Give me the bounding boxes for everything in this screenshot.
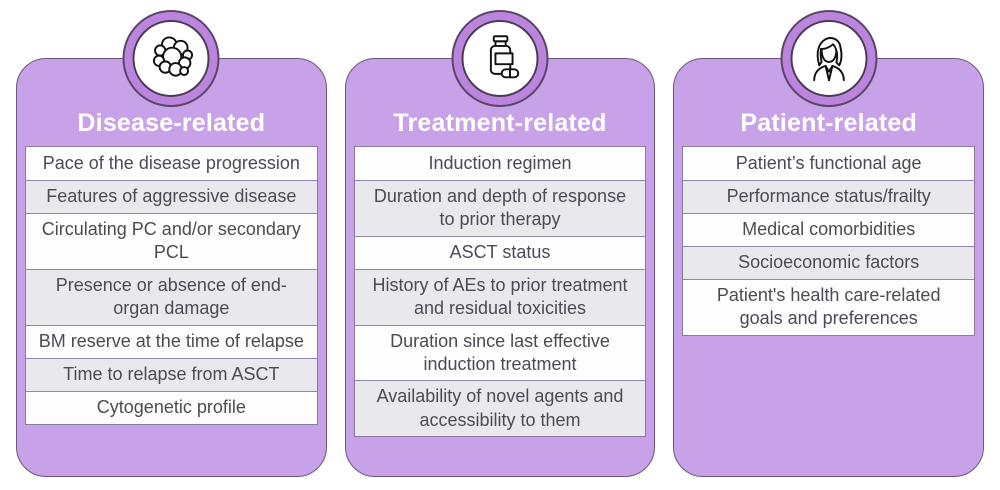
- patient-icon: [790, 20, 868, 97]
- disease-factor-list: Pace of the disease progression Features…: [25, 146, 318, 425]
- patient-icon-badge: [780, 10, 878, 107]
- list-item: Patient's health care-related goals and …: [683, 279, 975, 335]
- list-item: Patient’s functional age: [683, 147, 975, 180]
- patient-factor-list: Patient’s functional age Performance sta…: [682, 146, 976, 336]
- pill-bottle-icon: [461, 20, 539, 97]
- list-item: BM reserve at the time of relapse: [26, 324, 317, 358]
- list-item: Availability of novel agents and accessi…: [354, 380, 646, 437]
- list-item: Cytogenetic profile: [26, 390, 317, 424]
- list-item: History of AEs to prior treatment and re…: [354, 268, 646, 325]
- card-title-patient: Patient-related: [740, 109, 918, 137]
- treatment-icon-badge: [451, 10, 549, 107]
- card-title-treatment: Treatment-related: [393, 109, 607, 137]
- card-disease-related: Disease-related Pace of the disease prog…: [16, 10, 327, 477]
- list-item: Socioeconomic factors: [683, 246, 975, 279]
- list-item: Time to relapse from ASCT: [26, 357, 317, 391]
- cells-icon: [132, 20, 210, 97]
- list-item: ASCT status: [354, 235, 646, 269]
- card-treatment-related: Treatment-related Induction regimen Dura…: [344, 10, 656, 477]
- card-patient-related: Patient-related Patient’s functional age…: [673, 10, 985, 477]
- list-item: Features of aggressive disease: [26, 180, 317, 213]
- list-item: Performance status/frailty: [683, 180, 975, 213]
- list-item: Duration since last effective induction …: [354, 324, 646, 381]
- list-item: Medical comorbidities: [683, 213, 975, 246]
- treatment-factor-list: Induction regimen Duration and depth of …: [353, 146, 647, 438]
- list-item: Pace of the disease progression: [26, 147, 317, 180]
- list-item: Circulating PC and/or secondary PCL: [26, 213, 317, 269]
- disease-icon-badge: [122, 10, 220, 107]
- list-item: Induction regimen: [354, 147, 646, 180]
- card-title-disease: Disease-related: [77, 109, 266, 137]
- list-item: Duration and depth of response to prior …: [354, 180, 646, 236]
- list-item: Presence or absence of end-organ damage: [26, 268, 317, 325]
